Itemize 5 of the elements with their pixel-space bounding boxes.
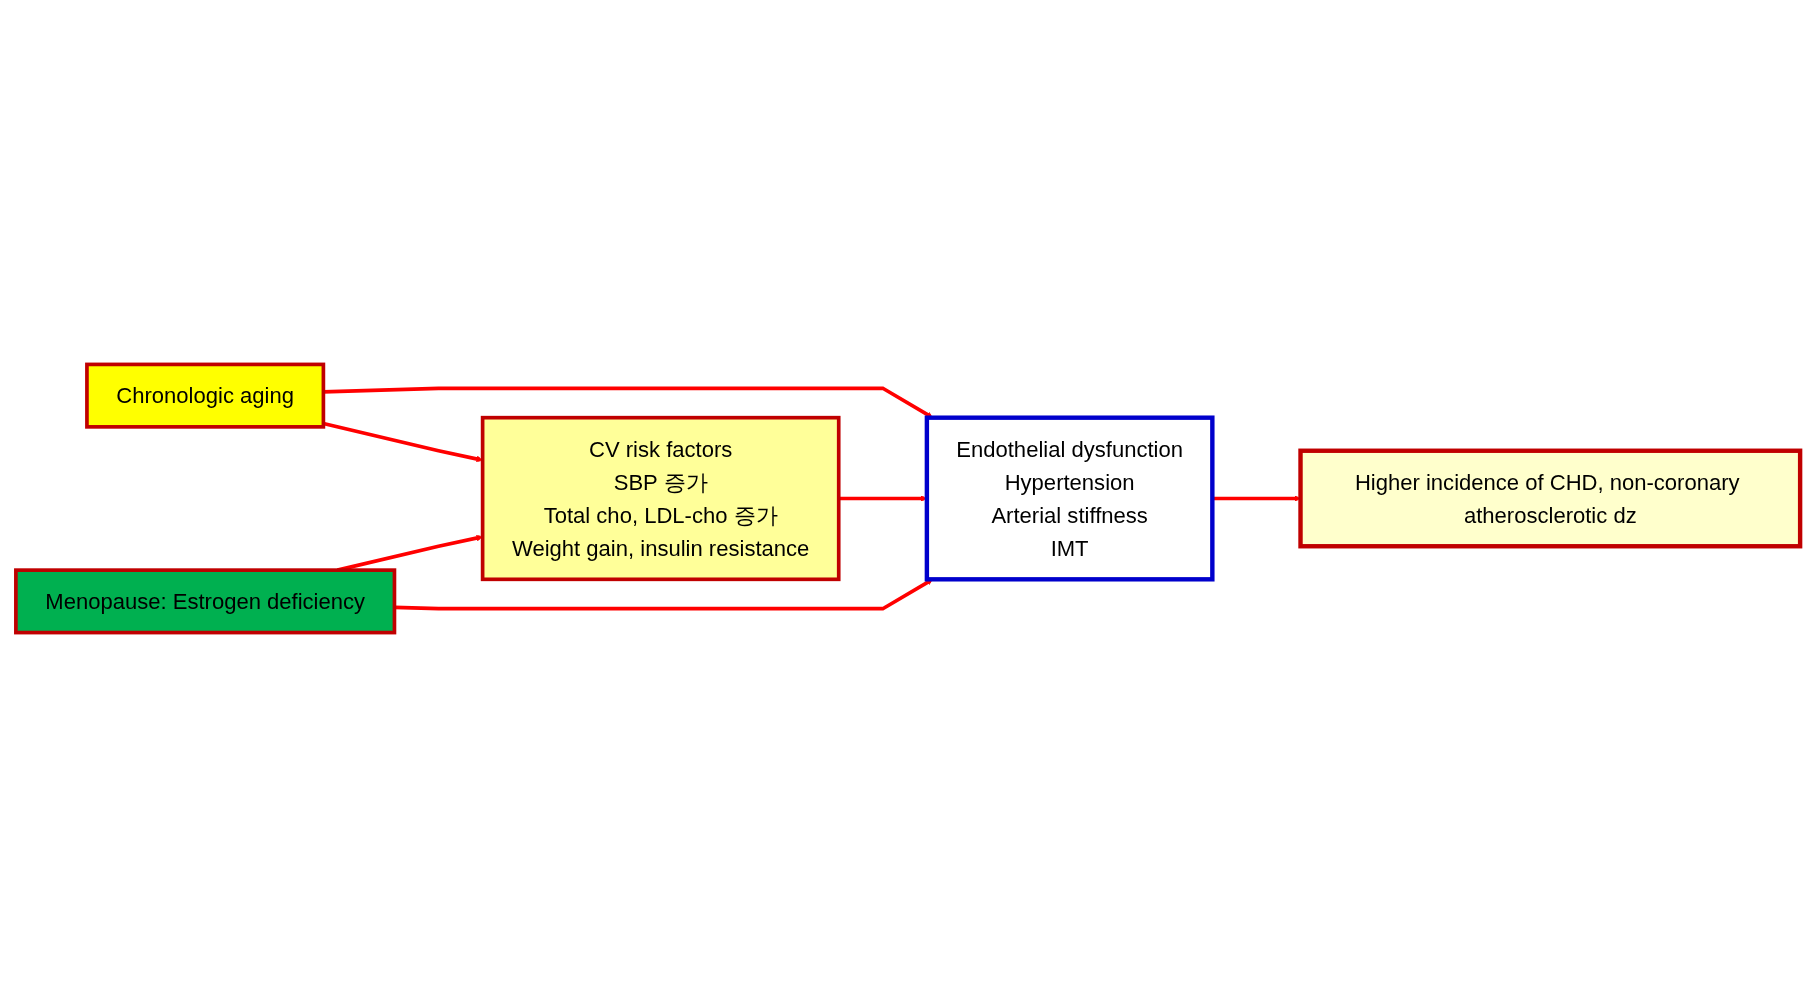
node-box: CV risk factors SBP 증가 Total cho, LDL-cho 증가 Weight gain, insulin resistance xyxy=(480,415,841,582)
node-box: Higher incidence of CHD, non-coronary atherosclerotic dz xyxy=(1298,448,1803,549)
node-box: Menopause: Estrogen deficiency xyxy=(14,568,397,635)
node-box: Chronologic aging xyxy=(85,362,326,429)
node-box: Endothelial dysfunction Hypertension Arterial stiffness IMT xyxy=(924,415,1215,582)
